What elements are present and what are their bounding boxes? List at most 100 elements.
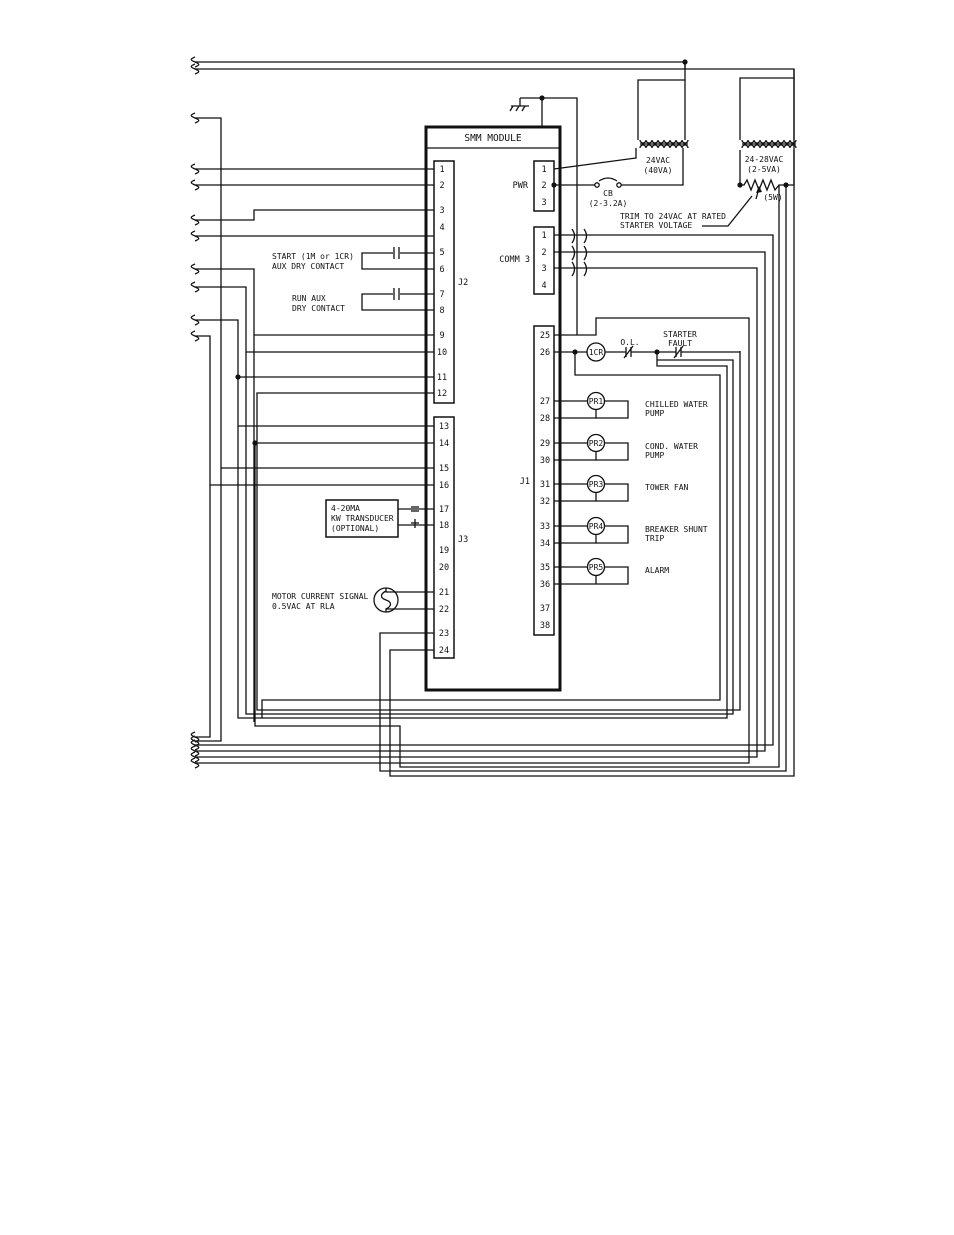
wire-break-11 bbox=[190, 731, 200, 743]
j1-pin-30: 30 bbox=[540, 456, 550, 466]
wire-break-symbols bbox=[190, 56, 588, 769]
motor-current-source bbox=[373, 587, 434, 613]
j1-pin-29: 29 bbox=[540, 439, 550, 449]
starter-fault-contact bbox=[673, 345, 684, 359]
j3-pin-18: 18 bbox=[439, 521, 449, 531]
wire-ground bbox=[520, 97, 578, 335]
trim-note-2: STARTER VOLTAGE bbox=[620, 221, 692, 230]
wire-j3-14-loop bbox=[254, 185, 780, 768]
wire-pwr-1 bbox=[553, 148, 637, 170]
relay-tag-PR1: PR1 bbox=[589, 397, 604, 406]
j2-pin-5: 5 bbox=[439, 248, 444, 258]
wire-break-1 bbox=[190, 63, 200, 75]
j3-pin-14: 14 bbox=[439, 439, 449, 449]
starter-fault-label-1: STARTER bbox=[663, 330, 697, 339]
junction-dot-7 bbox=[783, 182, 789, 188]
pwr-pin-1: 1 bbox=[541, 165, 546, 175]
wire-comm3-1 bbox=[195, 234, 774, 746]
cr-relay bbox=[586, 342, 606, 362]
relay-label-PR4: BREAKER SHUNT bbox=[645, 525, 708, 534]
wire-pwr-2-b bbox=[621, 148, 684, 186]
j3-pin-23: 23 bbox=[439, 629, 449, 639]
transformer-24vac-label-1: 24VAC bbox=[646, 156, 670, 165]
start-aux-contact bbox=[361, 247, 434, 270]
connector-comm3-label: COMM 3 bbox=[499, 255, 530, 265]
j1-pin-28: 28 bbox=[540, 414, 550, 424]
transformers bbox=[639, 139, 797, 149]
xfmr1-primary-coil bbox=[639, 139, 689, 144]
connector-j3-label: J3 bbox=[458, 535, 468, 545]
comm3-pin-2: 2 bbox=[541, 248, 546, 258]
j2-pin-7: 7 bbox=[439, 290, 444, 300]
transformer-2428vac-label-1: 24-28VAC bbox=[745, 155, 784, 164]
j2-pin-2: 2 bbox=[439, 181, 444, 191]
relay-label-PR2: COND. WATER bbox=[645, 442, 698, 451]
wire-1cr-loop bbox=[261, 352, 721, 718]
wire-j3-15 bbox=[195, 117, 434, 469]
shield-mark-0 bbox=[571, 228, 576, 244]
junction-dot-8 bbox=[551, 182, 557, 188]
junction-dot-3 bbox=[252, 440, 258, 446]
comm3-pin-4: 4 bbox=[541, 281, 546, 291]
starter-fault-label-2: FAULT bbox=[668, 339, 692, 348]
j3-pin-20: 20 bbox=[439, 563, 449, 573]
wire-break-2 bbox=[190, 112, 200, 124]
run-contact-label-1: RUN AUX bbox=[292, 294, 326, 303]
module-title: SMM MODULE bbox=[464, 133, 521, 144]
j3-pin-22: 22 bbox=[439, 605, 449, 615]
wire-break-7 bbox=[190, 263, 200, 275]
wire-xfmr1-primary-left bbox=[637, 62, 686, 140]
junction-dot-5 bbox=[654, 349, 660, 355]
shield-mark-5 bbox=[583, 261, 588, 277]
kw-transducer-box bbox=[325, 499, 399, 538]
xfmr2-primary-coil bbox=[741, 139, 797, 144]
j1-pin-31: 31 bbox=[540, 480, 550, 490]
j1-pin-37: 37 bbox=[540, 604, 550, 614]
wire-j3-16 bbox=[195, 335, 434, 486]
relay-label-PR3: TOWER FAN bbox=[645, 483, 689, 492]
wire-j2-10 bbox=[195, 286, 434, 353]
wire-relay-PR2-loop bbox=[596, 442, 629, 461]
wire-break-14 bbox=[190, 745, 200, 757]
motor-signal-label-1: MOTOR CURRENT SIGNAL bbox=[272, 592, 369, 601]
junction-dots bbox=[235, 59, 789, 446]
run-aux-contact bbox=[361, 288, 434, 311]
j3-pin-24: 24 bbox=[439, 646, 449, 656]
wire-j3-13 bbox=[195, 319, 434, 427]
start-contact-label-1: START (1M or 1CR) bbox=[272, 252, 354, 261]
wire-j2-10-loop bbox=[245, 352, 734, 715]
wire-comm3-3 bbox=[195, 267, 758, 758]
wire-j2-9 bbox=[195, 268, 434, 336]
trim-note-1: TRIM TO 24VAC AT RATED bbox=[620, 212, 726, 221]
j1-pin-38: 38 bbox=[540, 621, 550, 631]
circuit-breaker-label-1: CB bbox=[603, 189, 613, 198]
j3-pin-16: 16 bbox=[439, 481, 449, 491]
j2-pin-10: 10 bbox=[437, 348, 447, 358]
motor-signal-label-2: 0.5VAC AT RLA bbox=[272, 602, 335, 611]
wire-break-15 bbox=[190, 751, 200, 763]
transformer-2428vac-label-2: (2-5VA) bbox=[747, 165, 781, 174]
pwr-pin-2: 2 bbox=[541, 181, 546, 191]
shield-mark-3 bbox=[583, 228, 588, 244]
wire-relay-PR5-loop bbox=[596, 566, 629, 585]
j1-pin-35: 35 bbox=[540, 563, 550, 573]
relay-label-PR5: ALARM bbox=[645, 566, 669, 575]
wire-break-12 bbox=[190, 735, 200, 747]
j2-pin-11: 11 bbox=[437, 373, 447, 383]
comm3-pin-1: 1 bbox=[541, 231, 546, 241]
pwr-pin-3: 3 bbox=[541, 198, 546, 208]
relay-label2-PR2: PUMP bbox=[645, 451, 664, 460]
wire-break-0 bbox=[190, 56, 200, 68]
relay-coil-PR1 bbox=[586, 391, 606, 411]
connector-pwr-label: PWR bbox=[513, 181, 529, 191]
j2-pin-6: 6 bbox=[439, 265, 444, 275]
j1-pin-25: 25 bbox=[540, 331, 550, 341]
wire-relay-PR3-loop bbox=[596, 483, 629, 502]
relay-coil-PR5 bbox=[586, 557, 606, 577]
wiring-lines bbox=[195, 61, 795, 777]
overload-label: O.L. bbox=[620, 338, 639, 347]
wire-break-16 bbox=[190, 757, 200, 769]
wire-j2-11-loop bbox=[237, 352, 728, 719]
cr-relay-label: 1CR bbox=[589, 348, 604, 357]
wire-break-10 bbox=[190, 330, 200, 342]
